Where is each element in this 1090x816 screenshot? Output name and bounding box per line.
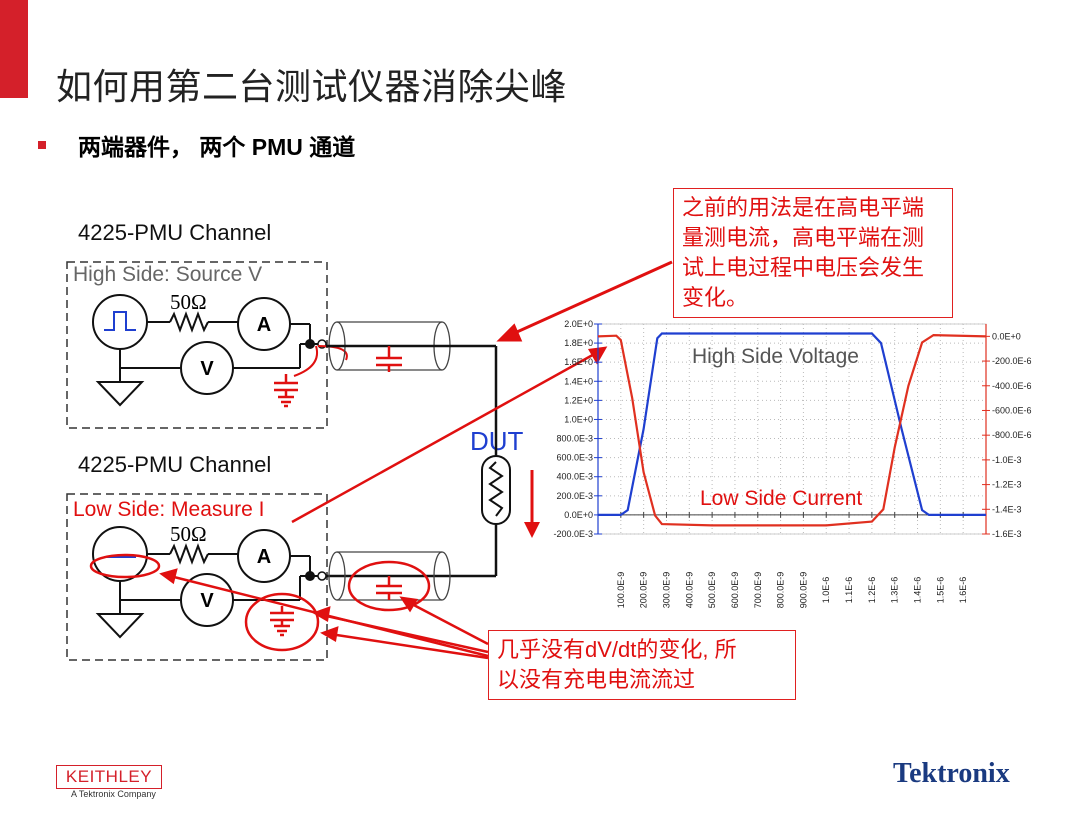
y-right-tick-label: 0.0E+0	[992, 331, 1021, 341]
x-tick-label: 600.0E-9	[730, 572, 740, 609]
callout-bottom: 几乎没有dV/dt的变化, 所 以没有充电电流流过	[488, 630, 796, 700]
low-capacitor-highlight	[347, 560, 431, 612]
y-right-tick-label: -600.0E-6	[992, 405, 1032, 415]
high-cable-capacitor-icon	[376, 346, 402, 372]
x-tick-label: 1.4E-6	[913, 577, 923, 604]
high-channel-name: 4225-PMU Channel	[78, 220, 272, 245]
callout-top-line: 之前的用法是在高电平端	[682, 195, 925, 220]
annotation-arrow-top	[496, 260, 673, 342]
dut-current-arrow-icon	[524, 470, 540, 538]
high-parasitic-ground-icon	[274, 374, 298, 408]
y-left-tick-label: 1.6E+0	[564, 357, 593, 367]
x-tick-label: 1.6E-6	[958, 577, 968, 604]
accent-bar	[0, 0, 28, 98]
series-label-voltage: High Side Voltage	[692, 345, 859, 368]
x-tick-label: 500.0E-9	[707, 572, 717, 609]
high-voltmeter-label: V	[200, 358, 214, 380]
y-right-tick-label: -1.2E-3	[992, 480, 1022, 490]
callout-bottom-line: 几乎没有dV/dt的变化, 所	[497, 637, 737, 662]
bullet-marker	[38, 141, 46, 149]
y-left-tick-label: 1.4E+0	[564, 376, 593, 386]
x-tick-label: 100.0E-9	[616, 572, 626, 609]
y-right-tick-label: -800.0E-6	[992, 430, 1032, 440]
low-channel-name: 4225-PMU Channel	[78, 452, 272, 477]
x-tick-label: 800.0E-9	[776, 572, 786, 609]
low-cable-capacitor-icon	[376, 576, 402, 600]
series-line-voltage	[598, 332, 986, 516]
low-ammeter-label: A	[257, 546, 271, 568]
low-terminal	[317, 571, 327, 581]
y-right-tick-label: -1.4E-3	[992, 504, 1022, 514]
series-line-current	[597, 333, 987, 527]
y-left-tick-label: 800.0E-3	[556, 434, 593, 444]
x-tick-label: 900.0E-9	[798, 572, 808, 609]
low-side-label: Low Side: Measure I	[73, 498, 265, 521]
low-coax-cable	[328, 551, 451, 601]
high-ammeter-label: A	[257, 314, 271, 336]
x-tick-label: 700.0E-9	[753, 572, 763, 609]
bullet-text: 两端器件， 两个 PMU 通道	[78, 134, 356, 160]
x-tick-label: 200.0E-9	[639, 572, 649, 609]
callout-top-line: 试上电过程中电压会发生	[682, 255, 925, 280]
low-voltmeter-icon: V	[180, 573, 234, 627]
high-charging-current-arrow	[293, 345, 318, 377]
keithley-logo: KEITHLEY	[56, 765, 162, 789]
keithley-logo-subtitle: A Tektronix Company	[71, 789, 156, 799]
y-left-tick-label: 0.0E+0	[564, 510, 593, 520]
low-parasitic-ground-icon	[270, 606, 294, 637]
x-tick-label: 1.0E-6	[821, 577, 831, 604]
y-left-tick-label: 2.0E+0	[564, 319, 593, 329]
y-left-tick-label: 200.0E-3	[556, 491, 593, 501]
x-tick-label: 1.5E-6	[935, 577, 945, 604]
high-node-dot	[305, 339, 315, 349]
low-node-dot	[305, 571, 315, 581]
y-left-tick-label: -200.0E-3	[553, 529, 593, 539]
low-ground-highlight	[244, 592, 320, 652]
high-resistor-label: 50Ω	[170, 290, 207, 314]
y-right-tick-label: -1.0E-3	[992, 455, 1022, 465]
y-left-tick-label: 400.0E-3	[556, 472, 593, 482]
x-tick-label: 1.1E-6	[844, 577, 854, 604]
y-right-tick-label: -400.0E-6	[992, 381, 1032, 391]
high-side-label: High Side: Source V	[73, 263, 263, 286]
callout-top: 之前的用法是在高电平端 量测电流，高电平端在测 试上电过程中电压会发生 变化。	[673, 188, 953, 318]
series-label-current: Low Side Current	[700, 487, 863, 510]
tektronix-logo: Tektronix	[893, 758, 1010, 789]
chart-series	[597, 332, 987, 527]
low-ground-icon	[95, 600, 145, 639]
x-tick-label: 1.3E-6	[890, 577, 900, 604]
x-tick-label: 1.2E-6	[867, 577, 877, 604]
callout-top-line: 变化。	[682, 285, 749, 310]
y-right-tick-label: -200.0E-6	[992, 356, 1032, 366]
y-right-tick-label: -1.6E-3	[992, 529, 1022, 539]
callout-bottom-line: 以没有充电电流流过	[497, 667, 696, 692]
callout-top-line: 量测电流，高电平端在测	[682, 225, 925, 250]
x-tick-label: 400.0E-9	[684, 572, 694, 609]
y-left-tick-label: 1.8E+0	[564, 338, 593, 348]
low-resistor-label: 50Ω	[170, 522, 207, 546]
high-ground-icon	[95, 368, 145, 407]
y-left-tick-label: 1.0E+0	[564, 414, 593, 424]
annotation-arrows-bottom	[159, 568, 489, 660]
low-source-highlight	[89, 553, 161, 579]
low-voltmeter-label: V	[200, 590, 214, 612]
high-resistor-icon	[147, 311, 238, 333]
x-tick-label: 300.0E-9	[661, 572, 671, 609]
page-title: 如何用第二台测试仪器消除尖峰	[56, 66, 568, 107]
y-left-tick-label: 1.2E+0	[564, 395, 593, 405]
y-left-tick-label: 600.0E-3	[556, 453, 593, 463]
low-resistor-icon	[147, 543, 238, 565]
chart-axes: 2.0E+0 1.8E+0 1.6E+0 1.4E+0 1.2E+0 1.0E+0 800.…	[553, 319, 1031, 608]
